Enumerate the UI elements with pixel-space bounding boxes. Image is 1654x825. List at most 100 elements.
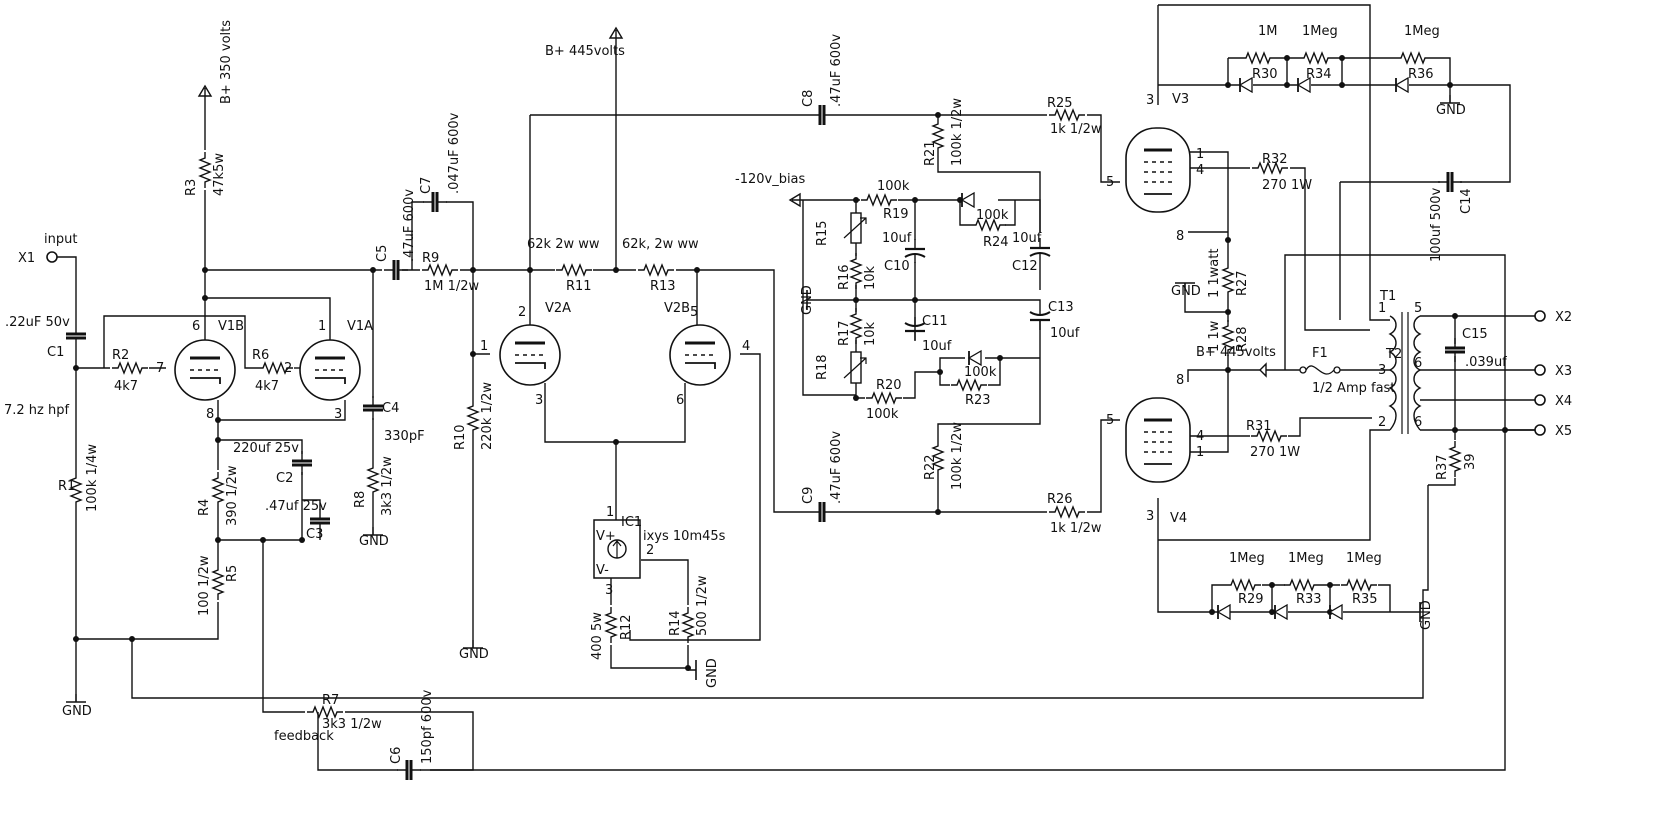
r31-ref: R31 <box>1246 419 1272 434</box>
pin-label: 4 <box>742 339 750 354</box>
pin-label: 3 <box>1146 509 1154 524</box>
pin-label: 5 <box>690 305 698 320</box>
c5-ref: C5 <box>375 245 390 262</box>
resistor-r4 <box>212 471 224 509</box>
r21-value: 100k 1/2w <box>950 98 965 166</box>
output-terminal-x4[interactable] <box>1534 394 1546 406</box>
r30-value: 1M <box>1258 24 1278 39</box>
output-terminal-x5[interactable] <box>1534 424 1546 436</box>
resistor-r30 <box>1239 52 1277 64</box>
pin-label: 8 <box>1176 373 1184 388</box>
pin-label: 6 <box>676 393 684 408</box>
v3-ref: V3 <box>1172 92 1189 107</box>
pin-label: 4 <box>1196 163 1204 178</box>
ground-symbol <box>687 659 697 681</box>
r35-ref: R35 <box>1352 592 1378 607</box>
r25-ref: R25 <box>1047 96 1073 111</box>
diode <box>1329 604 1343 620</box>
capacitor-c5 <box>382 258 410 282</box>
bias-label: -120v_bias <box>735 172 806 187</box>
bplus-ot-arrow <box>1259 362 1267 378</box>
capacitor-c7 <box>421 190 449 214</box>
bplus-ot-label: B+ 445volts <box>1196 345 1276 360</box>
r5-ref: R5 <box>225 565 240 582</box>
resistor-r34 <box>1297 52 1335 64</box>
c6-value: 150pf 600v <box>420 689 435 764</box>
resistor-r10 <box>467 399 479 437</box>
resistor-r9 <box>421 264 459 276</box>
resistor-r23 <box>950 379 988 391</box>
r20-ref: R20 <box>876 378 902 393</box>
resistor-r33 <box>1283 579 1321 591</box>
r17-ref: R17 <box>837 320 852 346</box>
r8-value: 3k3 1/2w <box>380 456 395 516</box>
pin-label: 1 <box>318 319 326 334</box>
input-terminal-x1[interactable] <box>46 251 58 263</box>
gnd-label: GND <box>1436 103 1466 118</box>
tube-v2b <box>668 323 732 387</box>
r6-value: 4k7 <box>255 379 279 394</box>
c3-ref: C3 <box>306 527 323 542</box>
resistor-r2 <box>111 362 149 374</box>
r20-value: 100k <box>866 407 899 422</box>
r15-ref: R15 <box>815 220 830 246</box>
gnd-label: GND <box>1419 600 1434 630</box>
pin-label: 1 <box>1196 445 1204 460</box>
output-transformer <box>1388 312 1422 434</box>
pin-label: 1 <box>606 505 614 520</box>
r31-value: 270 1W <box>1250 445 1300 460</box>
tube-v2a <box>498 323 562 387</box>
r5-value: 100 1/2w <box>197 555 212 616</box>
tube-v3 <box>1124 126 1192 214</box>
pin-label: 6 <box>1414 415 1422 430</box>
pin-label: 8 <box>1176 229 1184 244</box>
r11-ref: R11 <box>566 279 592 294</box>
r32-value: 270 1W <box>1262 178 1312 193</box>
diode <box>968 350 982 366</box>
c15-ref: C15 <box>1462 327 1488 342</box>
c12-value: 10uf <box>1012 231 1042 246</box>
bias-arrow <box>788 192 803 208</box>
r22-ref: R22 <box>923 454 938 480</box>
r35-value: 1Meg <box>1346 551 1382 566</box>
t1-ref: T1 <box>1379 289 1396 304</box>
c13-ref: C13 <box>1048 300 1074 315</box>
r9-ref: R9 <box>422 251 439 266</box>
c1-ref: C1 <box>47 345 64 360</box>
v2b-ref: V2B <box>664 301 690 316</box>
feedback-label: feedback <box>274 729 334 744</box>
r26-value: 1k 1/2w <box>1050 521 1102 536</box>
r19-ref: R19 <box>883 207 909 222</box>
r26-ref: R26 <box>1047 492 1073 507</box>
diode <box>1239 77 1253 93</box>
r27-value: 1 1watt <box>1207 249 1222 298</box>
pin-label: 2 <box>646 543 654 558</box>
resistor-r29 <box>1224 579 1262 591</box>
output-terminal-x3[interactable] <box>1534 364 1546 376</box>
x2-label: X2 <box>1555 310 1572 325</box>
pin-label: 7 <box>156 361 164 376</box>
diode <box>1274 604 1288 620</box>
f1-value: 1/2 Amp fast <box>1312 381 1395 396</box>
pin-label: V- <box>596 563 609 578</box>
ground-symbol <box>1439 94 1461 104</box>
resistor-r17 <box>850 307 862 345</box>
r21-ref: R21 <box>923 140 938 166</box>
r19-value: 100k <box>877 179 910 194</box>
resistor-r8 <box>367 461 379 499</box>
c4-value: 330pF <box>384 429 425 444</box>
bplus-445-label: B+ 445volts <box>545 44 625 59</box>
gnd-label: GND <box>459 647 489 662</box>
ic1-current-source <box>593 519 641 579</box>
output-terminal-x2[interactable] <box>1534 310 1546 322</box>
r16-value: 10k <box>863 265 878 290</box>
diode <box>1217 604 1231 620</box>
r37-value: 39 <box>1463 453 1478 470</box>
c7-ref: C7 <box>419 177 434 194</box>
r29-ref: R29 <box>1238 592 1264 607</box>
resistor-r26 <box>1048 506 1086 518</box>
r36-value: 1Meg <box>1404 24 1440 39</box>
c2-value: 220uf 25v <box>233 441 299 456</box>
hpf-label: 7.2 hz hpf <box>4 403 69 418</box>
